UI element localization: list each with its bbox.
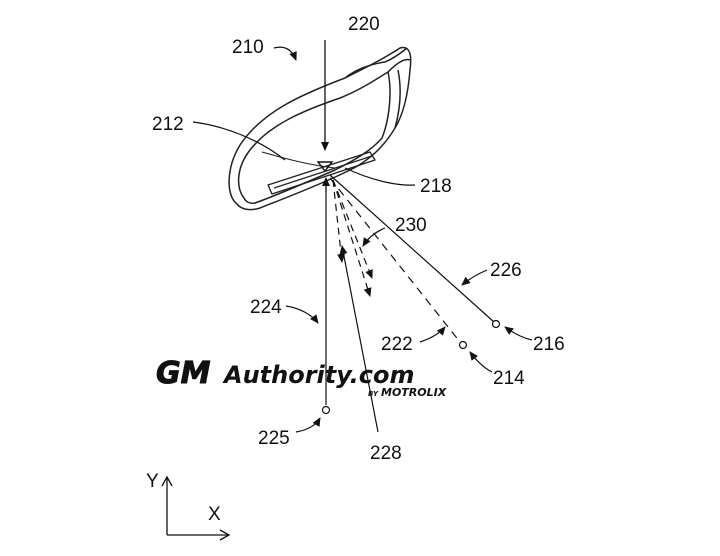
watermark-authority: Authority.com <box>222 361 415 389</box>
arrow-230 <box>362 227 386 247</box>
reference-triangle <box>316 161 334 173</box>
axes-indicator: Y X <box>146 471 231 541</box>
beam-230-b <box>332 179 372 297</box>
label-218: 218 <box>420 176 452 197</box>
beam-226-line <box>329 174 495 323</box>
mirror-housing <box>228 46 412 211</box>
leader-212 <box>192 121 286 161</box>
x-axis-label: X <box>208 504 221 525</box>
mirror-curve-line <box>261 151 336 169</box>
watermark-motrolix: MOTROLIX <box>381 386 447 399</box>
label-224: 224 <box>250 297 282 318</box>
beam-222-line <box>329 177 461 343</box>
arrow-214 <box>469 351 493 373</box>
mirror-rim <box>344 47 408 79</box>
label-228: 228 <box>370 443 402 464</box>
sensor-strip-218 <box>267 151 376 195</box>
y-axis-label: Y <box>146 471 159 492</box>
mirror-back-edge <box>387 58 411 73</box>
label-212: 212 <box>152 114 184 135</box>
label-214: 214 <box>493 368 525 389</box>
watermark-by: BY <box>368 390 379 398</box>
label-222: 222 <box>381 334 413 355</box>
arrow-226 <box>461 269 488 286</box>
label-230: 230 <box>395 215 427 236</box>
mirror-side <box>394 69 401 129</box>
arrow-225 <box>295 417 321 433</box>
arrow-210 <box>273 46 297 61</box>
point-214 <box>458 340 468 350</box>
point-225 <box>321 405 331 415</box>
watermark: GM Authority.com BY MOTROLIX <box>156 356 447 400</box>
mirror-inner-outline <box>237 71 391 204</box>
sensor-strip-inner-line <box>273 155 373 189</box>
label-225: 225 <box>258 428 290 449</box>
label-216: 216 <box>533 334 565 355</box>
arrow-216 <box>504 326 533 341</box>
point-216 <box>491 319 501 329</box>
label-210: 210 <box>232 37 264 58</box>
mirror-outer-outline <box>228 46 412 211</box>
label-226: 226 <box>490 260 522 281</box>
arrow-224 <box>285 305 319 324</box>
arrow-222 <box>419 326 446 343</box>
leader-218 <box>344 167 416 186</box>
label-220: 220 <box>348 14 380 35</box>
beams <box>322 174 495 433</box>
watermark-gm: GM <box>156 356 211 391</box>
beam-228-line <box>339 245 379 433</box>
beam-230-a <box>332 179 373 279</box>
beam-230-c <box>332 179 346 263</box>
